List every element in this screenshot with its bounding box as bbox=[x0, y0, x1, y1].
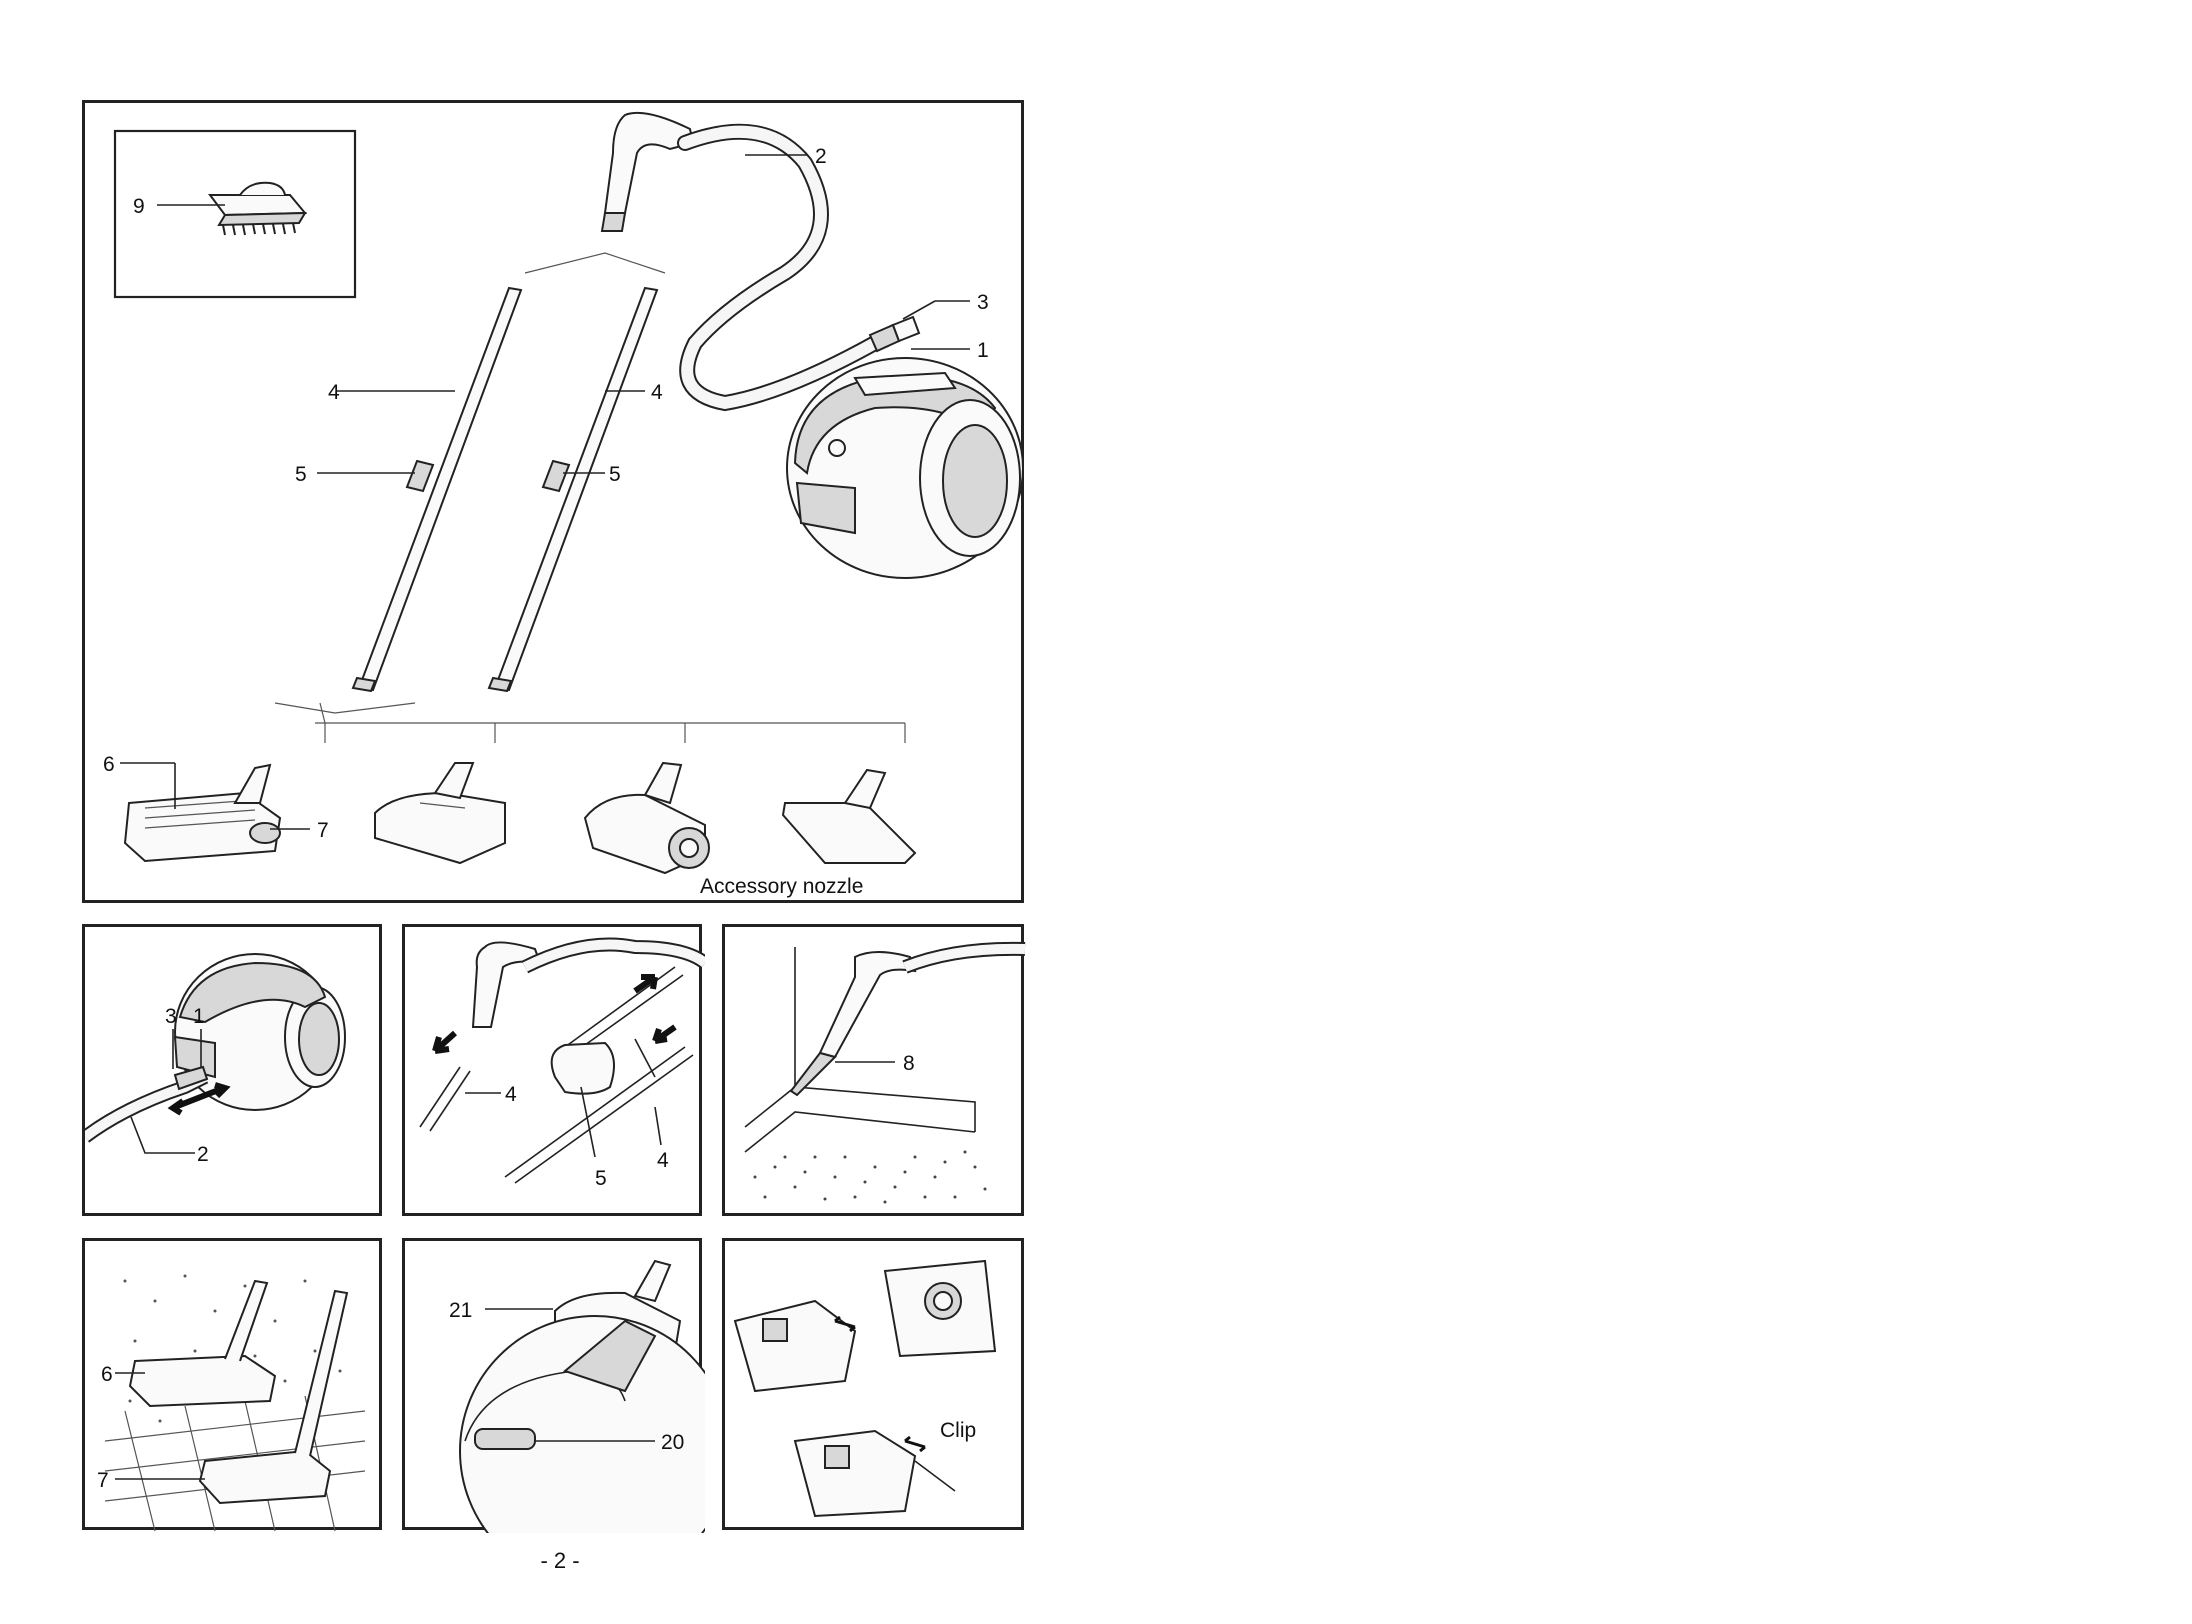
callout-6: 6 bbox=[103, 753, 115, 776]
crevice-tool-drawing: 8 bbox=[725, 927, 1027, 1219]
callout-4-right: 4 bbox=[651, 381, 663, 404]
magnified-view bbox=[460, 1316, 705, 1533]
double-arrow-icon-2 bbox=[905, 1437, 925, 1451]
callout-5-left: 5 bbox=[295, 463, 307, 486]
callout-5: 5 bbox=[595, 1167, 607, 1190]
floor-nozzle-carpet bbox=[130, 1281, 275, 1406]
accessory-nozzle-caption: Accessory nozzle bbox=[700, 875, 863, 898]
carpet-texture bbox=[754, 1151, 987, 1204]
leader-3 bbox=[903, 301, 935, 319]
panel-dust-bag: Clip bbox=[722, 1238, 1024, 1530]
callout-3: 3 bbox=[165, 1005, 177, 1028]
power-nozzle bbox=[585, 763, 709, 873]
attach-pipe-drawing: 4 4 5 bbox=[405, 927, 705, 1219]
turbo-nozzle-drawing: 21 20 bbox=[405, 1241, 705, 1533]
pipe-connector-lines bbox=[525, 253, 665, 273]
dusting-brush-illustration bbox=[210, 183, 305, 235]
extension-pipe-left bbox=[353, 288, 521, 691]
dust-bag-closed bbox=[795, 1431, 915, 1516]
callout-6: 6 bbox=[101, 1363, 113, 1386]
hose-illustration bbox=[602, 113, 919, 403]
callout-2: 2 bbox=[197, 1143, 209, 1166]
skirting-board bbox=[745, 1087, 975, 1152]
pipe-top bbox=[420, 1067, 470, 1131]
callout-20: 20 bbox=[661, 1431, 684, 1454]
panel-turbo-nozzle: 21 20 bbox=[402, 1238, 702, 1530]
callout-4-lower: 4 bbox=[657, 1149, 669, 1172]
clip-label: Clip bbox=[940, 1419, 976, 1442]
callout-21: 21 bbox=[449, 1299, 472, 1322]
callout-1: 1 bbox=[193, 1005, 205, 1028]
main-parts-drawing: 9 2 3 1 bbox=[85, 103, 1027, 906]
dust-bag-drawing: Clip bbox=[725, 1241, 1027, 1533]
panel-crevice-tool: 8 bbox=[722, 924, 1024, 1216]
panel-floor-nozzle-usage: 6 7 bbox=[82, 1238, 382, 1530]
callout-4-left: 4 bbox=[328, 381, 340, 404]
leader-2 bbox=[131, 1117, 195, 1153]
hand-illustration bbox=[552, 1043, 614, 1094]
callout-4-top: 4 bbox=[505, 1083, 517, 1106]
floor-nozzle-usage-drawing: 6 7 bbox=[85, 1241, 385, 1533]
switch-control bbox=[475, 1429, 535, 1449]
callout-2: 2 bbox=[815, 145, 827, 168]
vacuum-body-illustration bbox=[787, 358, 1023, 578]
arrow-down-left-icon-2 bbox=[655, 1027, 675, 1041]
callout-5-right: 5 bbox=[609, 463, 621, 486]
main-parts-figure: 9 2 3 1 bbox=[82, 100, 1024, 903]
page-number: - 2 - bbox=[520, 1548, 600, 1574]
extension-pipe-right bbox=[489, 288, 657, 691]
callout-3: 3 bbox=[977, 291, 989, 314]
dust-bag-card bbox=[885, 1261, 995, 1356]
callout-7: 7 bbox=[97, 1469, 109, 1492]
hardfloor-nozzle bbox=[783, 770, 915, 863]
arrow-down-left-icon bbox=[435, 1033, 455, 1051]
panel-connect-hose: 3 1 2 bbox=[82, 924, 382, 1216]
dust-bag-open bbox=[735, 1301, 855, 1391]
floor-nozzle-6 bbox=[125, 765, 280, 861]
callout-7: 7 bbox=[317, 819, 329, 842]
panel-attach-pipe: 4 4 5 bbox=[402, 924, 702, 1216]
callout-8: 8 bbox=[903, 1052, 915, 1075]
callout-9: 9 bbox=[133, 195, 145, 218]
callout-1: 1 bbox=[977, 339, 989, 362]
connect-hose-drawing: 3 1 2 bbox=[85, 927, 385, 1219]
turbo-nozzle bbox=[375, 763, 505, 863]
